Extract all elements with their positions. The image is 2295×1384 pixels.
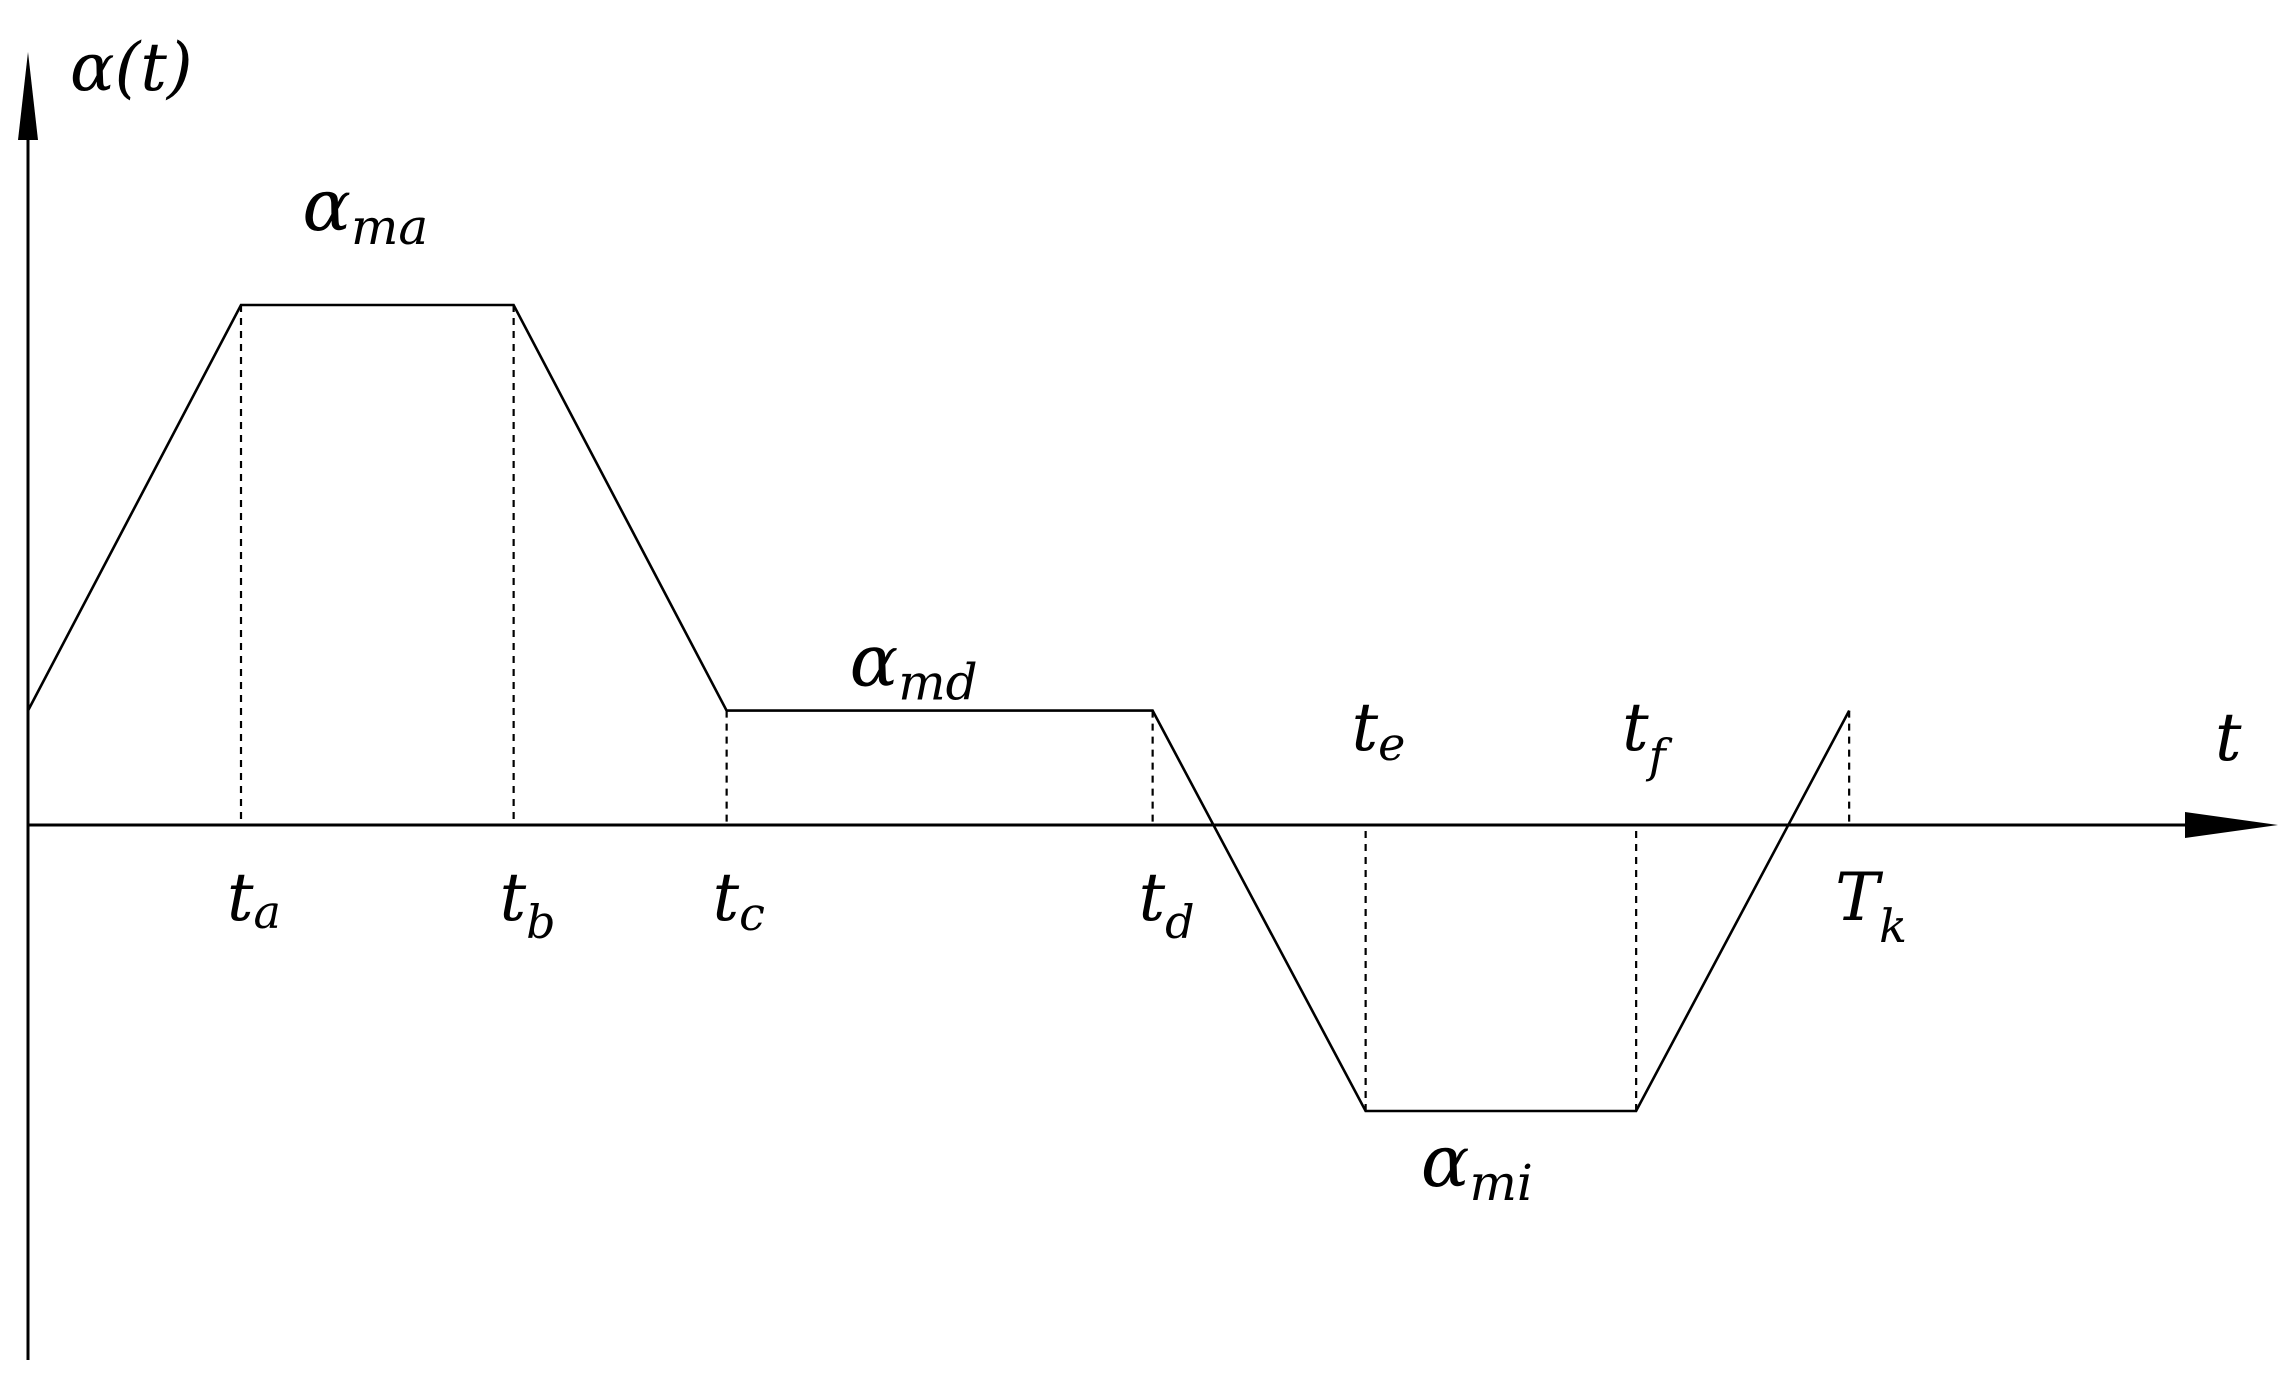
- level-label-md: αmd: [850, 619, 978, 712]
- x-tick-label: tc: [713, 859, 765, 941]
- x-tick-label: te: [1352, 689, 1406, 771]
- y-axis-label: α(t): [70, 29, 193, 106]
- x-tick-label: tf: [1622, 689, 1673, 783]
- y-axis-arrowhead: [18, 52, 38, 140]
- x-tick-label: tb: [500, 859, 556, 949]
- alpha-curve-series: [26, 303, 1851, 1113]
- x-tick-label: td: [1139, 859, 1195, 949]
- x-axis-arrowhead: [2185, 812, 2278, 838]
- drop-lines: [239, 305, 1851, 1111]
- x-axis-label: t: [2215, 699, 2242, 776]
- level-labels: αma αmd αmi: [302, 163, 1533, 1212]
- x-tick-label: ta: [227, 859, 281, 939]
- x-tick-label: Tk: [1835, 859, 1907, 953]
- level-label-mi: αmi: [1421, 1119, 1533, 1212]
- level-label-ma: αma: [302, 163, 428, 256]
